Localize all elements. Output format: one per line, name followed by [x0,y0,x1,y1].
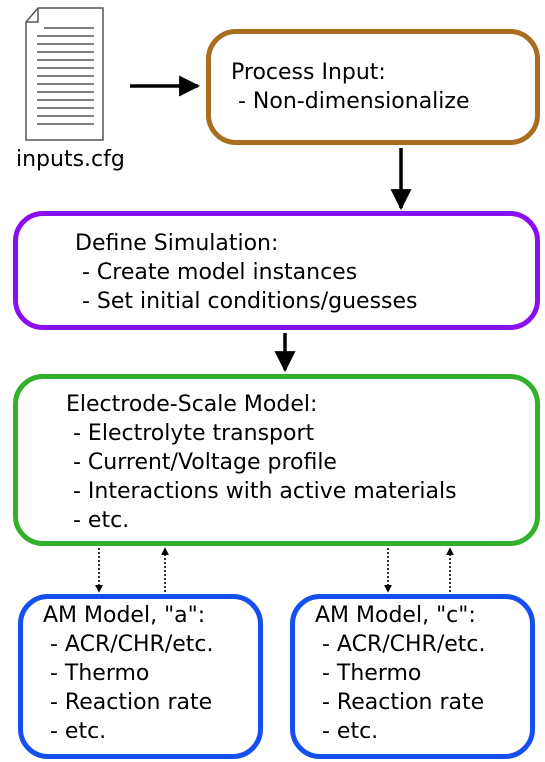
define-simulation-step-1: - Create model instances [75,260,358,285]
am-model-c-box: AM Model, "c": - ACR/CHR/etc. - Thermo -… [290,594,535,759]
electrode-model-item-3: - Interactions with active materials [66,479,457,504]
am-model-c-item-3: - Reaction rate [315,690,485,715]
electrode-model-item-1: - Electrolyte transport [66,421,315,446]
electrode-model-item-4: - etc. [66,508,130,533]
electrode-model-title: Electrode-Scale Model: [66,392,318,417]
electrode-model-box: Electrode-Scale Model: - Electrolyte tra… [13,374,540,546]
am-model-c-item-4: - etc. [315,719,379,744]
am-model-a-item-4: - etc. [43,719,107,744]
file-caption: inputs.cfg [16,147,125,172]
am-model-a-item-2: - Thermo [43,661,150,686]
file-icon [25,7,104,141]
define-simulation-step-2: - Set initial conditions/guesses [75,289,418,314]
am-model-a-item-3: - Reaction rate [43,690,213,715]
electrode-model-item-2: - Current/Voltage profile [66,450,337,475]
process-input-title: Process Input: [231,60,386,85]
am-model-a-box: AM Model, "a": - ACR/CHR/etc. - Thermo -… [18,594,263,759]
am-model-a-title: AM Model, "a": [43,603,206,628]
define-simulation-box: Define Simulation: - Create model instan… [13,211,540,330]
am-model-c-item-1: - ACR/CHR/etc. [315,632,486,657]
define-simulation-title: Define Simulation: [75,231,279,256]
am-model-c-item-2: - Thermo [315,661,422,686]
process-input-box: Process Input: - Non-dimensionalize [206,29,540,145]
am-model-a-item-1: - ACR/CHR/etc. [43,632,214,657]
am-model-c-title: AM Model, "c": [315,603,476,628]
process-input-step: - Non-dimensionalize [231,89,470,114]
